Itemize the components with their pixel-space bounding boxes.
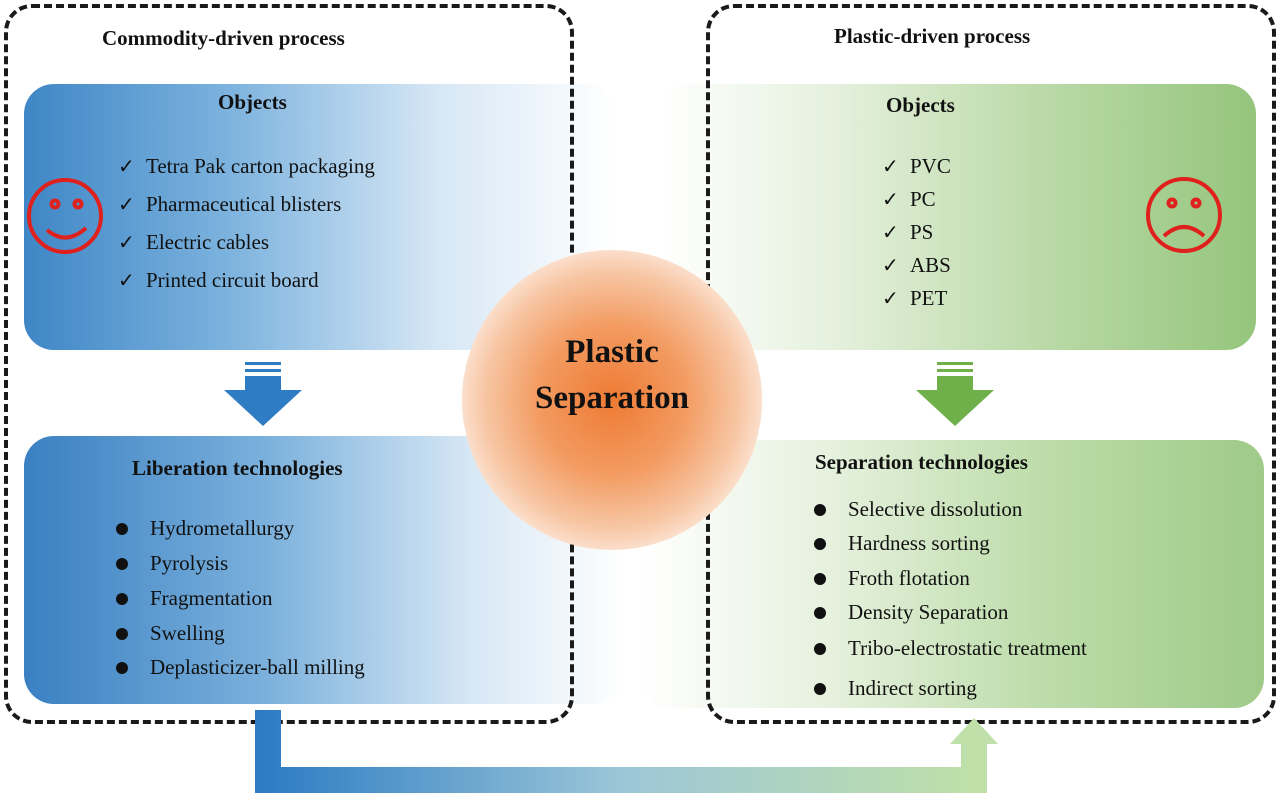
bullet-icon: [814, 503, 826, 516]
check-icon: ✓: [882, 156, 899, 178]
left-objects-heading: Objects: [218, 90, 287, 114]
check-icon: ✓: [118, 232, 135, 254]
right-object-item: ✓PC: [882, 187, 936, 211]
center-title-line1: Plastic: [565, 334, 659, 370]
left-object-item: ✓Tetra Pak carton packaging: [118, 154, 375, 178]
separation-technologies-panel: [640, 440, 1264, 708]
liberation-technology-item: Deplasticizer-ball milling: [116, 655, 365, 680]
right-object-item: ✓PET: [882, 286, 948, 310]
plastic-separation-circle: [462, 250, 762, 550]
commodity-driven-title: Commodity-driven process: [94, 26, 353, 51]
bullet-icon: [116, 661, 128, 674]
center-title-line2: Separation: [534, 380, 689, 416]
separation-technology-item: Indirect sorting: [814, 676, 977, 701]
bullet-icon: [814, 572, 826, 585]
separation-technologies-heading: Separation technologies: [815, 450, 1028, 474]
right-object-item: ✓PS: [882, 220, 934, 244]
check-icon: ✓: [882, 189, 899, 211]
bullet-icon: [814, 682, 826, 695]
left-object-item: ✓Electric cables: [118, 230, 270, 254]
check-icon: ✓: [882, 288, 899, 310]
check-icon: ✓: [118, 156, 135, 178]
bullet-icon: [116, 592, 128, 605]
check-icon: ✓: [882, 255, 899, 277]
right-object-item: ✓PVC: [882, 154, 951, 178]
separation-technology-item: Tribo-electrostatic treatment: [814, 636, 1087, 661]
objects-panel-right: [660, 84, 1256, 350]
liberation-technology-item: Fragmentation: [116, 586, 272, 611]
right-object-item: ✓ABS: [882, 253, 951, 277]
liberation-technology-item: Pyrolysis: [116, 551, 228, 576]
bullet-icon: [116, 627, 128, 640]
bullet-icon: [116, 522, 128, 535]
bullet-icon: [814, 642, 826, 655]
left-object-item: ✓Printed circuit board: [118, 268, 319, 292]
right-objects-heading: Objects: [886, 93, 955, 117]
check-icon: ✓: [118, 270, 135, 292]
separation-technology-item: Hardness sorting: [814, 531, 990, 556]
liberation-technology-item: Hydrometallurgy: [116, 516, 294, 541]
left-object-item: ✓Pharmaceutical blisters: [118, 192, 342, 216]
bullet-icon: [116, 557, 128, 570]
smiley-face-icon: [27, 178, 103, 254]
separation-technology-item: Froth flotation: [814, 566, 970, 591]
check-icon: ✓: [882, 222, 899, 244]
liberation-technology-item: Swelling: [116, 621, 225, 646]
check-icon: ✓: [118, 194, 135, 216]
connector-arrow: [255, 710, 998, 793]
bullet-icon: [814, 606, 826, 619]
bullet-icon: [814, 537, 826, 550]
separation-technology-item: Density Separation: [814, 600, 1008, 625]
plastic-driven-title: Plastic-driven process: [826, 24, 1039, 49]
down-arrow-icon: [916, 362, 994, 426]
down-arrow-icon: [224, 362, 302, 426]
liberation-technologies-heading: Liberation technologies: [132, 456, 343, 480]
separation-technology-item: Selective dissolution: [814, 497, 1022, 522]
sad-face-icon: [1146, 177, 1222, 253]
